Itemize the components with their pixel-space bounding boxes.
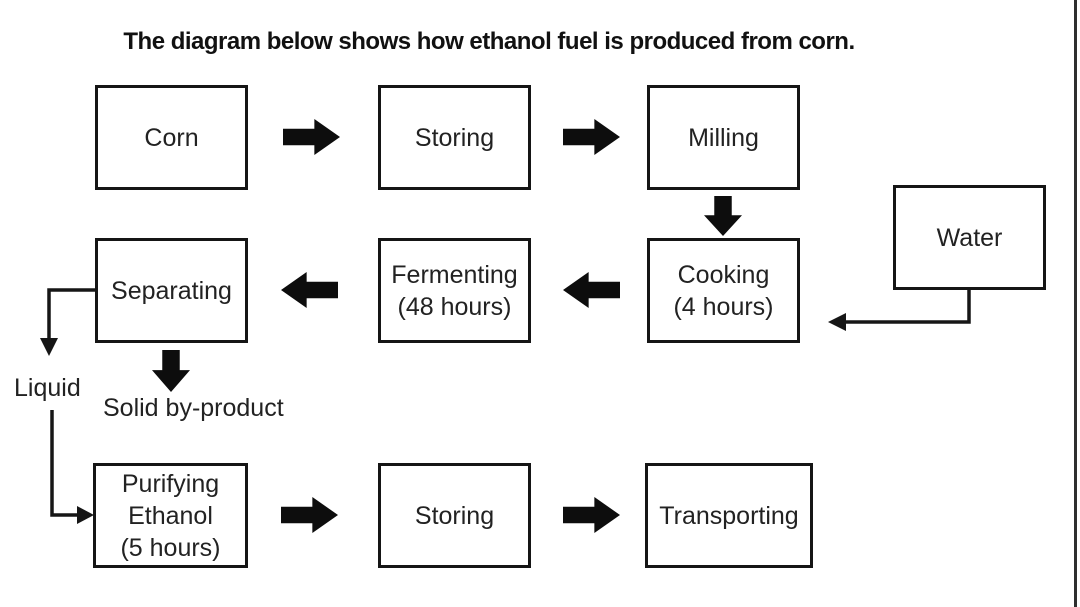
process-box-purifying: Purifying Ethanol (5 hours) xyxy=(93,463,248,568)
arrow-cooking-to-fermenting-icon xyxy=(563,272,620,308)
arrow-storing-to-milling-icon xyxy=(563,119,620,155)
arrow-separating-to-solid-icon xyxy=(152,350,190,392)
box-label-storing-bottom: Storing xyxy=(414,501,495,530)
process-box-milling: Milling xyxy=(647,85,800,190)
box-label-separating: Separating xyxy=(111,276,232,305)
box-label-corn: Corn xyxy=(144,123,199,152)
box-label-fermenting: Fermenting (48 hours) xyxy=(391,260,518,321)
arrow-purifying-to-storing-icon xyxy=(281,497,338,533)
page-edge-line xyxy=(1074,0,1077,607)
box-label-milling: Milling xyxy=(688,123,759,152)
box-label-water: Water xyxy=(936,223,1003,252)
label-solid-by-product: Solid by-product xyxy=(103,394,284,422)
box-label-cooking: Cooking (4 hours) xyxy=(673,260,774,321)
arrow-fermenting-to-separating-icon xyxy=(281,272,338,308)
connector-liquid-to-purifying xyxy=(50,410,94,524)
box-label-storing-top: Storing xyxy=(414,123,495,152)
process-box-water: Water xyxy=(893,185,1046,290)
box-label-purifying: Purifying Ethanol (5 hours) xyxy=(120,469,221,562)
label-liquid: Liquid xyxy=(14,374,81,402)
connector-separating-to-liquid xyxy=(40,288,95,356)
process-box-separating: Separating xyxy=(95,238,248,343)
arrow-corn-to-storing-icon xyxy=(283,119,340,155)
diagram-title: The diagram below shows how ethanol fuel… xyxy=(123,28,855,55)
process-box-storing-bottom: Storing xyxy=(378,463,531,568)
process-box-transporting: Transporting xyxy=(645,463,813,568)
process-box-cooking: Cooking (4 hours) xyxy=(647,238,800,343)
process-box-storing-top: Storing xyxy=(378,85,531,190)
arrow-storing-to-transporting-icon xyxy=(563,497,620,533)
arrow-milling-to-cooking-icon xyxy=(704,196,742,236)
process-box-corn: Corn xyxy=(95,85,248,190)
connector-water-to-cooking xyxy=(828,290,971,331)
process-box-fermenting: Fermenting (48 hours) xyxy=(378,238,531,343)
box-label-transporting: Transporting xyxy=(659,501,799,530)
